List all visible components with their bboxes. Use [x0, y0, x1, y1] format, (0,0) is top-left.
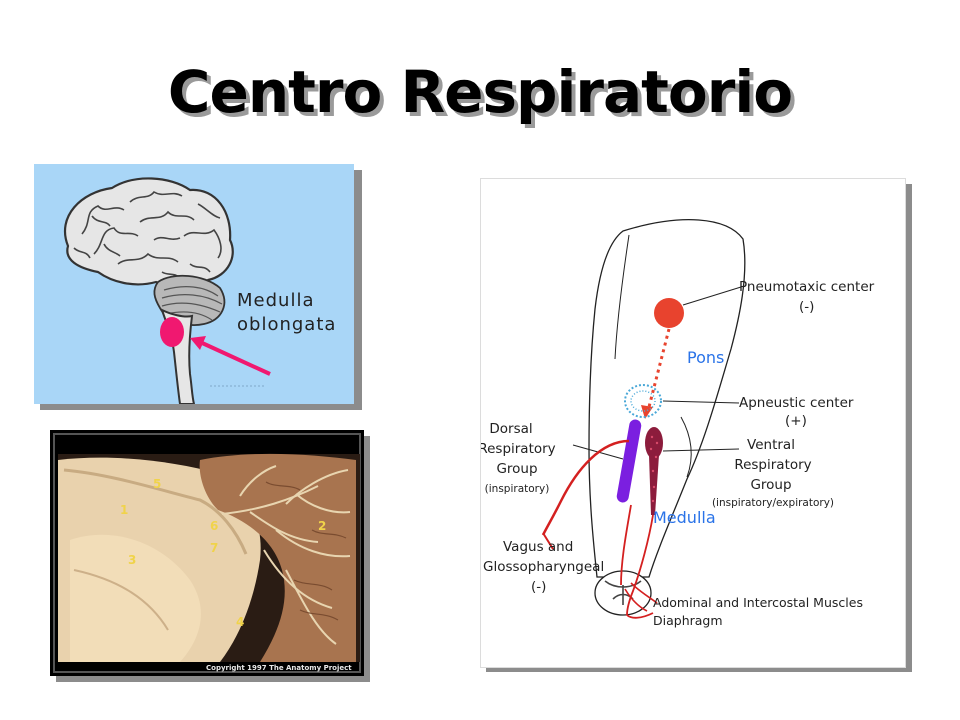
slide-title: Centro Respiratorio [167, 58, 793, 126]
ventral-pointer [662, 448, 740, 452]
brain-panel: Medulla oblongata [34, 164, 354, 405]
region-number-1: 1 [120, 503, 128, 517]
apneustic-center [624, 384, 662, 418]
pneumotaxic-arrowhead [641, 405, 653, 419]
vagus-label-2: Glossopharyngeal [483, 559, 604, 575]
ventral-group-column [649, 455, 659, 515]
dissection-photo: 5 1 6 2 7 3 4 Copyright 1997 The Anatomy… [53, 433, 361, 673]
medulla-arrow-head [190, 336, 206, 350]
vagus-label-1: Vagus and [503, 539, 573, 555]
pneumotaxic-sign: (-) [799, 299, 814, 315]
cerebrum [63, 177, 234, 289]
dorsal-label-1: Dorsal [489, 421, 532, 437]
region-number-2: 2 [318, 519, 326, 533]
vrg-descending-tract [626, 514, 654, 619]
brain-illustration: Medulla oblongata [63, 177, 336, 405]
medulla-highlight [160, 317, 184, 347]
ventral-label-4: (inspiratory/expiratory) [712, 497, 834, 509]
vagus-pointer [542, 532, 554, 550]
brainstem-outline [588, 219, 746, 578]
dorsal-label-4: (inspiratory) [485, 483, 550, 495]
dorsal-label-3: Group [496, 461, 537, 477]
dorsal-respiratory-group [616, 419, 642, 503]
medulla-label-line1: Medulla [237, 290, 314, 311]
brain-gyri [73, 190, 222, 279]
pneumotaxic-pointer [682, 286, 742, 306]
ventral-group-dots [649, 435, 659, 503]
medulla-contour [680, 416, 692, 478]
motor-output-tracts [624, 582, 658, 612]
vagus-label-3: (-) [531, 579, 546, 595]
medulla-label: Medulla [653, 508, 716, 527]
pneumotaxic-label: Pneumotaxic center [739, 279, 875, 295]
apneustic-pointer [662, 400, 740, 404]
ventral-group-head [645, 427, 663, 459]
medulla-arrow-shaft [199, 340, 271, 376]
respiratory-panel: Pneumotaxic center (-) Pons Apneustic ce… [478, 178, 906, 668]
ventral-label-3: Group [750, 477, 791, 493]
ventral-label-1: Ventral [747, 437, 795, 453]
medulla-label-line2: oblongata [237, 314, 336, 335]
dissection-panel: 5 1 6 2 7 3 4 Copyright 1997 The Anatomy… [50, 430, 364, 676]
muscles-label-1: Adominal and Intercostal Muscles [653, 595, 863, 610]
region-number-6: 6 [210, 519, 218, 533]
region-number-3: 3 [128, 553, 136, 567]
vagus-nerve [541, 439, 630, 536]
region-number-4: 4 [236, 615, 244, 629]
pons-contour [614, 234, 630, 360]
region-number-5: 5 [153, 477, 161, 491]
respiratory-diagram: Pneumotaxic center (-) Pons Apneustic ce… [478, 219, 875, 628]
apneustic-sign: (+) [785, 413, 807, 429]
region-number-7: 7 [210, 541, 218, 555]
pons-tissue [70, 534, 201, 662]
pneumotaxic-center-dot [654, 298, 684, 328]
copyright-text: Copyright 1997 The Anatomy Project [206, 664, 352, 672]
drg-descending-tract [620, 504, 632, 586]
pons-label: Pons [687, 348, 724, 367]
muscles-label-2: Diaphragm [653, 613, 723, 628]
apneustic-label: Apneustic center [739, 395, 854, 411]
ventral-label-2: Respiratory [734, 457, 811, 473]
dorsal-label-2: Respiratory [481, 441, 556, 457]
apneustic-center-inner [630, 390, 656, 412]
